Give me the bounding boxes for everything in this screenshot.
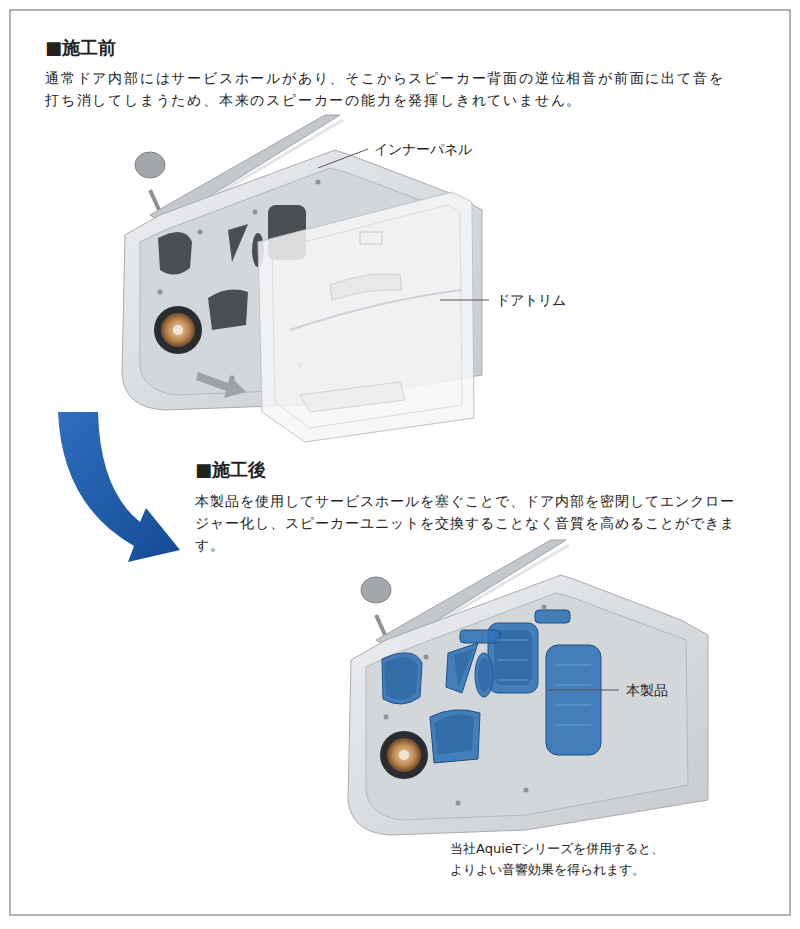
sealing-patch	[382, 653, 422, 704]
sealing-patch	[446, 643, 478, 693]
sealing-patches	[382, 610, 601, 763]
sealing-patch	[535, 610, 570, 623]
frame	[10, 10, 790, 915]
trim-outline	[258, 192, 474, 442]
trim-handle	[330, 274, 402, 300]
callout-label: ドアトリム	[496, 291, 566, 309]
sealing-patch	[546, 645, 601, 755]
section-heading: ■施工前	[45, 36, 116, 59]
trim-armrest	[290, 290, 462, 330]
trim-inner-line	[272, 205, 462, 428]
section-heading: ■施工後	[195, 458, 266, 481]
callout-label: インナーパネル	[374, 140, 472, 158]
callout-label: 本製品	[626, 681, 668, 699]
patch-texture-lines	[498, 640, 528, 680]
sealing-patch	[475, 653, 493, 697]
trim-pocket	[300, 382, 405, 412]
note-text: 当社AquieTシリーズを併用すると、よりよい音響効果を得られます。	[450, 838, 669, 880]
patch-texture-lines	[556, 665, 591, 725]
door-after-panel	[348, 540, 708, 835]
leader-line	[548, 690, 619, 691]
door-trim	[258, 192, 474, 442]
leader-line	[440, 300, 489, 301]
description-text: 本製品を使用してサービスホールを塞ぐことで、ドア内部を密閉してエンクロージャー化…	[195, 490, 740, 556]
patch-texture	[498, 640, 591, 725]
sealing-patch	[430, 710, 480, 763]
flow-arrow	[58, 412, 180, 562]
leader-line	[318, 149, 368, 168]
sealing-patch	[460, 630, 500, 643]
removal-arrow	[196, 372, 246, 398]
description-text: 通常ドア内部にはサービスホールがあり、そこからスピーカー背面の逆位相音が前面に出…	[45, 67, 735, 111]
trim-switch	[360, 232, 382, 244]
door-after	[348, 540, 708, 835]
